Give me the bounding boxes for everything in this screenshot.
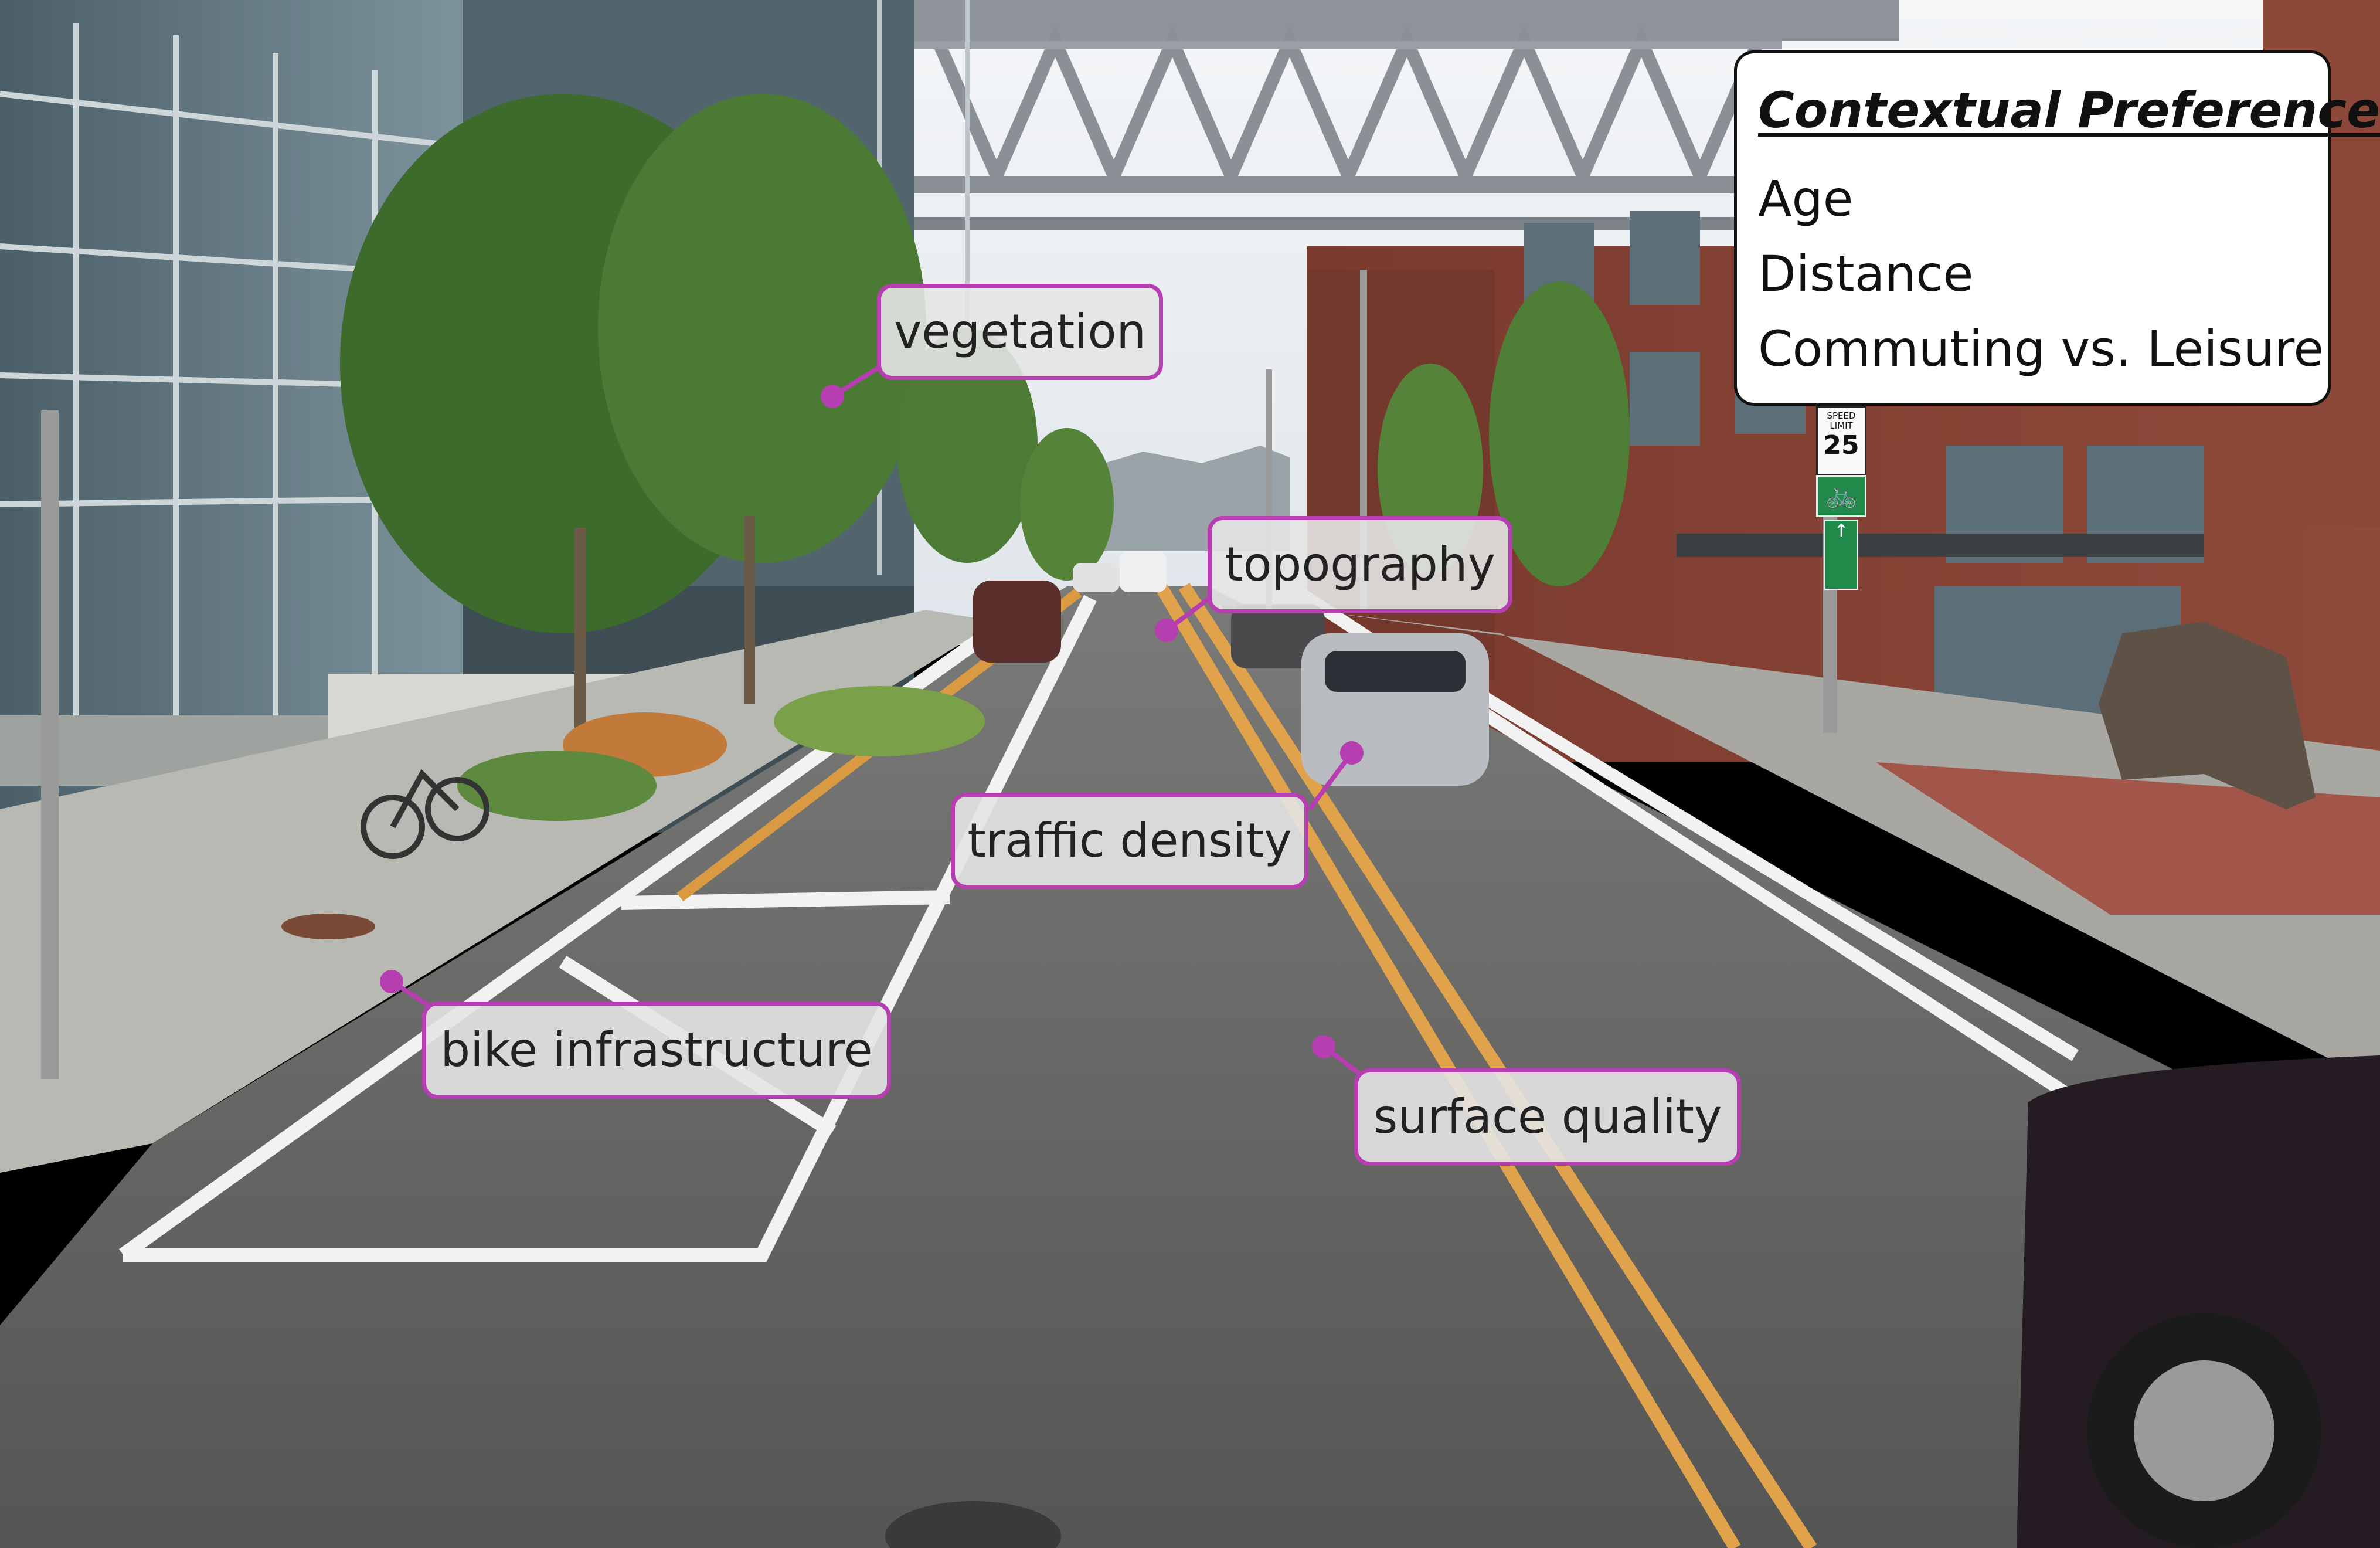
preference-item-commuting: Commuting vs. Leisure: [1758, 320, 2324, 378]
topography-marker: [1155, 619, 1178, 642]
preferences-title: Contextual Preferences: [1758, 82, 2380, 139]
left-sidewalk: [0, 610, 997, 1173]
surface-quality-label: surface quality: [1354, 1068, 1741, 1166]
contextual-preferences-box: Contextual Preferences Age Distance Comm…: [1734, 50, 2380, 406]
arrow-up-icon: ↑: [1824, 520, 1858, 590]
plaza-pavers: [1876, 762, 2380, 915]
sewer-lid: [281, 914, 375, 939]
street-trees: [340, 94, 1630, 821]
parked-cars: [973, 551, 2380, 1548]
traffic-density-marker: [1340, 741, 1364, 765]
bronze-statue: [2099, 622, 2316, 809]
preference-item-age: Age: [1758, 170, 1854, 228]
bridge-truss: [903, 0, 1899, 230]
traffic-density-label: traffic density: [951, 793, 1308, 889]
center-double-yellow: [1155, 582, 1817, 1548]
surface-quality-marker: [1312, 1035, 1335, 1058]
vegetation-marker: [821, 385, 844, 408]
speed-limit-sign: SPEED LIMIT 25: [1816, 406, 1866, 476]
bicycle-icon: 🚲: [1816, 475, 1866, 517]
preferences-list: Age Distance Commuting vs. Leisure: [1758, 161, 2328, 386]
bike-rack: [361, 769, 489, 859]
preference-item-distance: Distance: [1758, 245, 1974, 303]
topography-label: topography: [1208, 516, 1512, 613]
vegetation-label: vegetation: [877, 284, 1163, 380]
speed-limit-value: 25: [1823, 430, 1859, 460]
bike-infrastructure-marker: [380, 970, 403, 993]
road: [0, 586, 2380, 1548]
speed-limit-heading: SPEED LIMIT: [1827, 410, 1856, 431]
bike-infrastructure-label: bike infrastructure: [422, 1002, 891, 1099]
manhole-cover: [885, 1501, 1061, 1548]
